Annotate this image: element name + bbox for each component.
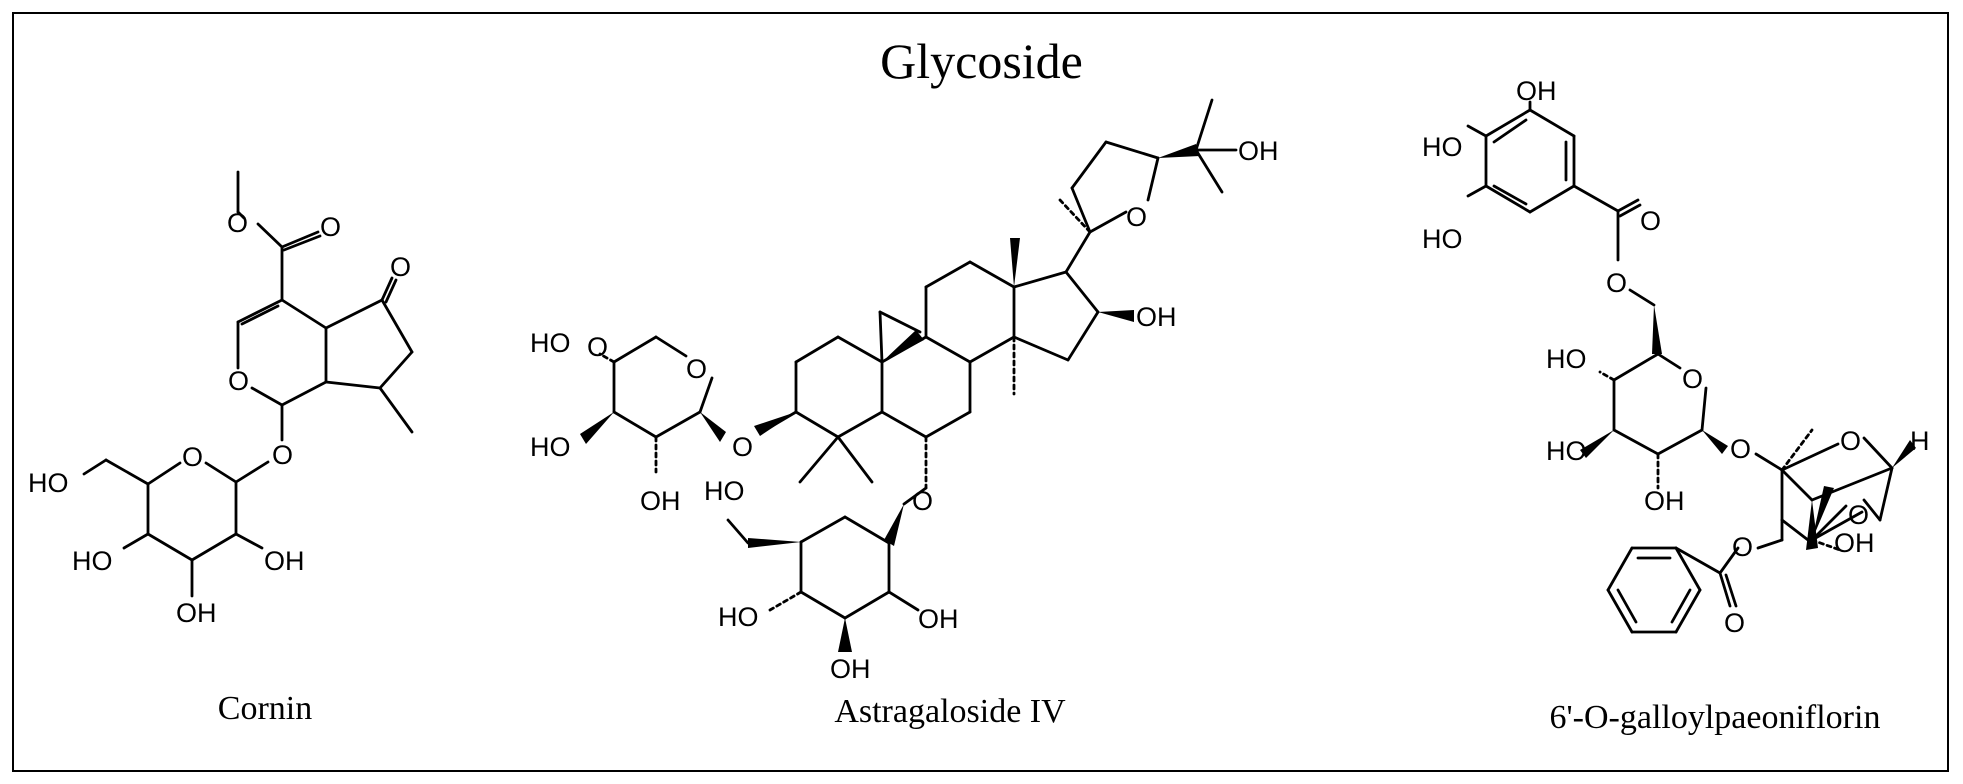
atom-o-carbonyl: O [320,212,341,242]
atom-ho: HO [704,476,745,506]
atom-o-benzoyl: O [1732,532,1753,562]
atom-o-cage: O [1840,426,1861,456]
compound-label-astragaloside-iv: Astragaloside IV [834,693,1066,730]
atom-o-benzoyl-carbonyl: O [1724,608,1745,638]
atom-o-sugar-ring: O [182,442,203,472]
atom-o-ester: O [1606,268,1627,298]
figure-title: Glycoside [880,33,1083,89]
atom-ho: HO [718,602,759,632]
atom-h: H [1910,426,1930,456]
figure-frame [12,12,1949,772]
atom-ho: HO [1546,436,1587,466]
structure-cornin: O O O O O O HO HO OH OH [28,170,414,628]
atom-ho: HO [1422,132,1463,162]
atom-o-link: O [912,486,933,516]
compound-label-cornin: Cornin [217,690,313,727]
atom-o-glycosidic: O [1730,434,1751,464]
atom-oh: OH [1516,76,1557,106]
atom-oh: OH [1644,486,1685,516]
atom-oh: OH [1834,528,1875,558]
atom-o-thf: O [1126,202,1147,232]
atom-o-cage: O [1848,500,1869,530]
atom-oh: OH [1136,302,1177,332]
compound-label-galloylpaeoniflorin: 6'-O-galloylpaeoniflorin [1549,699,1881,736]
atom-o-ketone: O [390,252,411,282]
atom-o-ester: O [227,208,248,238]
atom-o-xylose: O [587,332,608,362]
atom-oh: OH [1238,136,1279,166]
structure-astragaloside-iv: O HO HO OH O O O HO HO OH OH OH O OH [530,98,1279,684]
atom-ho: HO [530,328,571,358]
atom-oh: OH [176,598,217,628]
atom-o-carbonyl: O [1640,206,1661,236]
structure-6-o-galloylpaeoniflorin: OH HO HO O O HO O HO OH O O H O OH O O [1422,76,1930,638]
atom-o-glycosidic: O [272,440,293,470]
atom-oh: OH [264,546,305,576]
atom-o-glucose-ring: O [1682,364,1703,394]
atom-o-xylose-ring: O [686,354,707,384]
atom-ho: HO [72,546,113,576]
atom-ho: HO [530,432,571,462]
atom-o-pyran: O [228,366,249,396]
atom-oh: OH [640,486,681,516]
atom-o-link: O [732,432,753,462]
atom-oh: OH [918,604,959,634]
atom-ho: HO [1546,344,1587,374]
atom-ho: HO [28,468,69,498]
atom-oh: OH [830,654,871,684]
atom-ho: HO [1422,224,1463,254]
